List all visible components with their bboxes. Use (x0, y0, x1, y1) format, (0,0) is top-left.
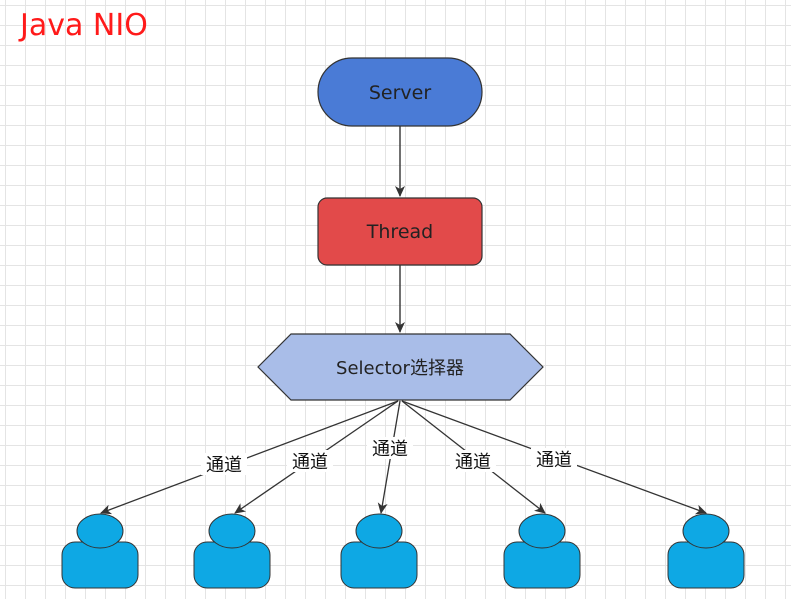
user-icon (503, 513, 581, 589)
thread-label: Thread (366, 221, 433, 243)
user-icon (193, 513, 271, 589)
client-1 (61, 513, 139, 589)
client-2 (193, 513, 271, 589)
channel-label-5: 通道 (536, 450, 572, 471)
selector-label: Selector选择器 (336, 358, 464, 379)
user-icon (340, 513, 418, 589)
channel-labels: 通道 通道 通道 通道 通道 (201, 437, 577, 476)
user-icon (61, 513, 139, 589)
selector-node: Selector选择器 (257, 333, 544, 401)
clients (61, 513, 745, 589)
client-4 (503, 513, 581, 589)
client-3 (340, 513, 418, 589)
server-node: Server (317, 57, 483, 127)
channel-connector-1 (100, 400, 399, 515)
channel-label-1: 通道 (206, 455, 242, 476)
client-5 (667, 513, 745, 589)
channel-label-4: 通道 (455, 452, 491, 473)
user-icon (667, 513, 745, 589)
diagram-title: Java NIO (20, 8, 148, 43)
channel-label-3: 通道 (372, 439, 408, 460)
server-label: Server (369, 82, 431, 104)
thread-node: Thread (317, 197, 483, 266)
channel-label-2: 通道 (292, 452, 328, 473)
